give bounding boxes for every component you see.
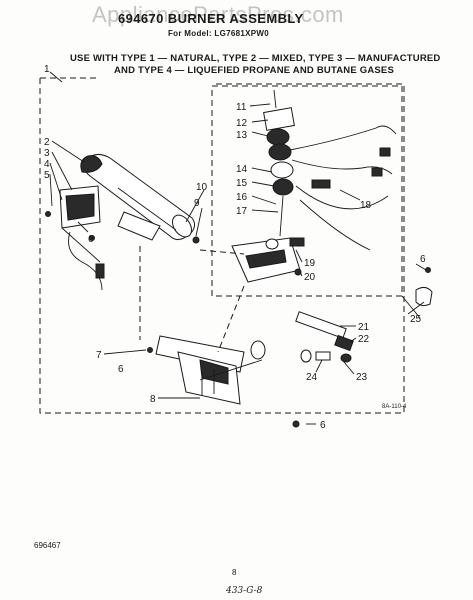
callout-label: 21 [358, 322, 370, 333]
callout-label: 6 [118, 364, 124, 375]
usage-note-line-1: USE WITH TYPE 1 — NATURAL, TYPE 2 — MIXE… [70, 53, 441, 64]
callout-label: 16 [236, 192, 248, 203]
pipe-clamp-part [415, 286, 433, 307]
page-number: 8 [232, 568, 237, 577]
callout-label: 23 [356, 372, 368, 383]
callout-label: 11 [236, 102, 247, 113]
callout-label: 9 [194, 198, 200, 209]
callout-label: 22 [358, 334, 370, 345]
igniter-bracket-part [59, 185, 105, 291]
screw-parts [45, 211, 431, 428]
callout-label: 4 [44, 159, 50, 170]
alignment-line [199, 249, 245, 255]
callout-label: 6 [420, 254, 426, 265]
assembly-boundary [39, 78, 405, 414]
burner-base-part [155, 335, 266, 405]
callout-label: 10 [196, 182, 208, 193]
callout-label: 2 [44, 137, 50, 148]
alignment-line [217, 285, 245, 353]
valve-subassembly-boundary [211, 85, 403, 297]
usage-note-line-2: AND TYPE 4 — LIQUEFIED PROPANE AND BUTAN… [114, 65, 395, 76]
orifice-nozzle-part [295, 311, 354, 363]
callout-label: 6 [88, 234, 94, 245]
callout-label: 14 [236, 164, 248, 175]
callout-label: 20 [304, 272, 316, 283]
coil-stack-part [263, 89, 295, 237]
model-subtitle: For Model: LG7681XPW0 [168, 29, 269, 38]
callout-label: 1 [44, 64, 50, 75]
callout-label: 18 [360, 200, 372, 211]
callout-label: 7 [96, 350, 102, 361]
diagram-code: 8A-110-4 [382, 404, 407, 410]
callout-label: 13 [236, 130, 248, 141]
handwritten-note: 433-G-8 [226, 586, 263, 596]
callout-label: 8 [150, 394, 156, 405]
callout-label: 12 [236, 118, 248, 129]
diagram-title: 694670 BURNER ASSEMBLY [118, 11, 304, 26]
callout-label: 3 [44, 148, 50, 159]
callout-label: 6 [320, 420, 326, 431]
callout-label: 17 [236, 206, 248, 217]
callout-label: 25 [410, 314, 422, 325]
shield-plate-part [117, 211, 161, 241]
document-number: 696467 [34, 541, 61, 550]
callout-label: 19 [304, 258, 316, 269]
callout-label: 24 [306, 372, 318, 383]
callout-label: 5 [44, 170, 50, 181]
callout-label: 15 [236, 178, 248, 189]
gas-valve-part [231, 237, 301, 283]
wire-harness-part [289, 125, 397, 251]
watermark-text: AppliancePartsPros.com [92, 2, 344, 27]
